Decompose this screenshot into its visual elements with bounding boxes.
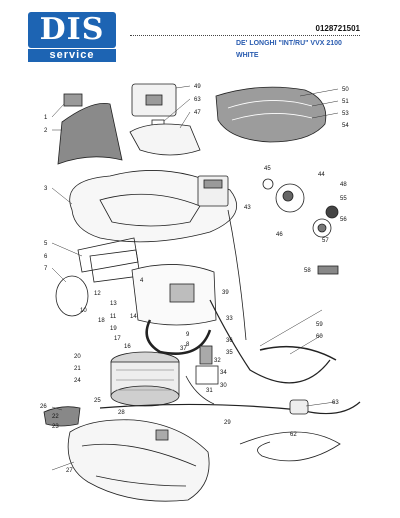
callout-25: 25 (94, 398, 101, 404)
logo-top-block: DIS (28, 12, 116, 48)
callout-59: 59 (316, 322, 323, 328)
callout-39: 39 (222, 290, 229, 296)
callout-32: 32 (214, 358, 221, 364)
callout-29: 29 (224, 420, 231, 426)
top-cover-part (215, 86, 327, 143)
header-rule (130, 35, 360, 36)
logo-word: DIS (39, 12, 105, 47)
boiler-part (110, 351, 180, 407)
callout-50: 50 (342, 87, 349, 93)
callout-27: 27 (66, 468, 73, 474)
callout-17: 17 (114, 336, 121, 342)
callout-5: 5 (44, 241, 48, 247)
callout-13: 13 (110, 301, 117, 307)
callout-36: 36 (226, 338, 233, 344)
callout-24: 24 (74, 378, 81, 384)
base-shell-part (67, 419, 210, 502)
body-upper-part (69, 170, 238, 243)
callout-11: 11 (110, 314, 117, 320)
callout-28: 28 (118, 410, 125, 416)
dis-service-logo: DIS service (28, 12, 116, 62)
callout-56: 56 (340, 217, 347, 223)
callout-37: 37 (180, 346, 187, 352)
callout-10: 10 (80, 308, 87, 314)
callout-9: 9 (186, 332, 190, 338)
model-line: DE' LONGHI "INT/RU" VVX 2100 (236, 40, 342, 47)
callout-49: 49 (194, 84, 201, 90)
callout-45: 45 (264, 166, 271, 172)
color-line: WHITE (236, 52, 259, 59)
callout-60: 60 (316, 334, 323, 340)
callout-48: 48 (340, 182, 347, 188)
callout-4: 4 (140, 278, 144, 284)
callout-12: 12 (94, 291, 101, 297)
callout-6: 6 (44, 254, 48, 260)
power-cord-part (239, 431, 341, 462)
callout-19: 19 (110, 326, 117, 332)
logo-service-band: service (28, 49, 116, 62)
callout-58: 58 (304, 268, 311, 274)
callout-63: 63 (194, 97, 201, 103)
handle-grip-part (57, 103, 123, 165)
callout-23: 23 (52, 424, 59, 430)
callout-57: 57 (322, 238, 329, 244)
callout-31: 31 (206, 388, 213, 394)
water-tank-part (131, 83, 177, 117)
callout-16: 16 (124, 344, 131, 350)
callout-21: 21 (74, 366, 81, 372)
callout-53: 53 (342, 111, 349, 117)
callout-47: 47 (194, 110, 201, 116)
callout-22: 22 (52, 414, 59, 420)
callout-1: 1 (44, 115, 48, 121)
callout-26: 26 (40, 404, 47, 410)
callout-51: 51 (342, 99, 349, 105)
callout-2: 2 (44, 128, 48, 134)
callout-34: 34 (220, 370, 227, 376)
cable-loop-part (55, 275, 89, 317)
callout-62: 62 (290, 432, 297, 438)
callout-20: 20 (74, 354, 81, 360)
callout-8: 8 (186, 342, 190, 348)
callout-14: 14 (130, 314, 137, 320)
callout-7: 7 (44, 266, 48, 272)
callout-18: 18 (98, 318, 105, 324)
callout-55: 55 (340, 196, 347, 202)
callout-46: 46 (276, 232, 283, 238)
callout-35: 35 (226, 350, 233, 356)
callout-43: 43 (244, 205, 251, 211)
document-code: 0128721501 (315, 24, 361, 33)
callout-3: 3 (44, 186, 48, 192)
callout-44: 44 (318, 172, 325, 178)
callout-63b: 63 (332, 400, 339, 406)
callout-33: 33 (226, 316, 233, 322)
callout-30: 30 (220, 383, 227, 389)
callout-54: 54 (342, 123, 349, 129)
